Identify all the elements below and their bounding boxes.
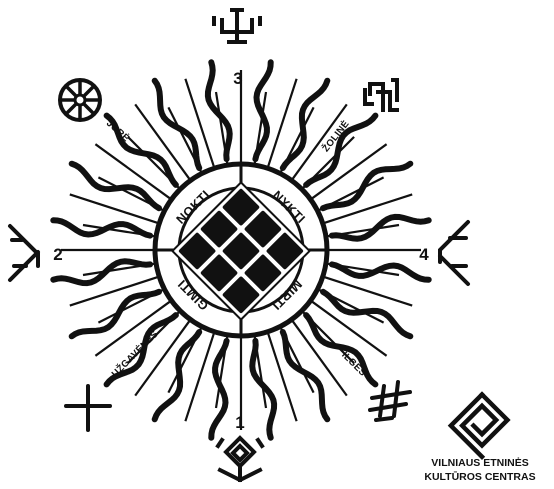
season-number-right: 4 (419, 245, 429, 264)
sun-spoke (319, 290, 383, 323)
plant-symbol-bottom (218, 438, 262, 480)
hash-symbol-ilges (370, 382, 410, 420)
logo-mark-icon (451, 395, 513, 457)
vilnius-ethnic-culture-center-logo: VILNIAUS ETNINĖS KULTŪROS CENTRAS (424, 395, 535, 483)
sun-spoke (98, 177, 162, 210)
sun-spoke (185, 334, 213, 422)
cross-symbol-left (10, 226, 38, 280)
cross-symbol-right (440, 222, 468, 284)
sun-spoke (98, 290, 162, 323)
sun-spoke (319, 177, 383, 210)
season-number-top: 3 (233, 69, 242, 88)
key-symbol-zoline (365, 80, 397, 110)
tree-symbol-top (214, 10, 260, 42)
sun-spoke (128, 137, 179, 188)
logo-line-1: VILNIAUS ETNINĖS (431, 456, 528, 469)
sun-spoke (70, 194, 158, 222)
sun-spoke (281, 328, 314, 392)
sun-spoke (168, 328, 201, 392)
sun-spoke (168, 107, 201, 171)
sun-spoke (281, 107, 314, 171)
logo-line-2: KULTŪROS CENTRAS (424, 471, 535, 483)
season-number-left: 2 (53, 245, 62, 264)
cross-symbol-uzgavenes (66, 386, 110, 430)
wheel-symbol-jore (60, 80, 100, 120)
season-number-bottom: 1 (235, 413, 244, 432)
sun-spoke (268, 79, 296, 167)
sun-spoke (325, 277, 413, 305)
